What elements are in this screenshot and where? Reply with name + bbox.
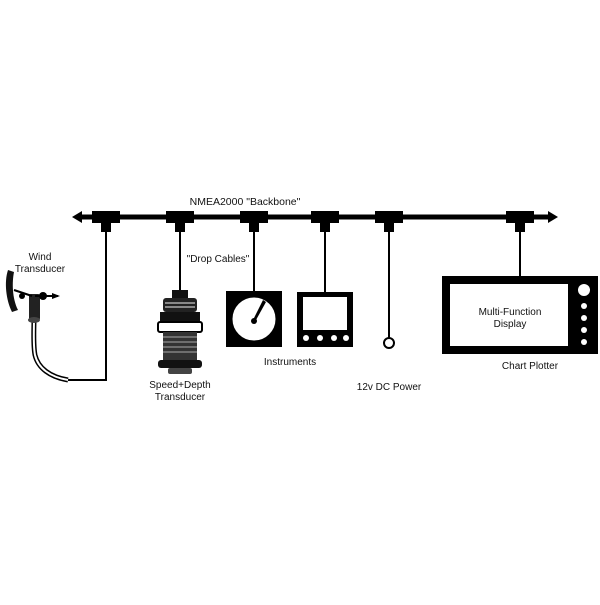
instrument-button-icon bbox=[331, 335, 337, 341]
backbone-terminator-right bbox=[548, 211, 558, 223]
wind-label-line1: Wind bbox=[29, 252, 52, 263]
drop-cable-wind bbox=[68, 232, 107, 381]
analog-gauge-instrument bbox=[226, 291, 282, 347]
instrument-button-icon bbox=[317, 335, 323, 341]
plotter-button-icon bbox=[581, 327, 587, 333]
wind-vane-tip bbox=[52, 293, 60, 299]
gauge-needle-icon bbox=[252, 300, 266, 322]
t-connector-stem bbox=[384, 222, 394, 232]
instrument-button-icon bbox=[343, 335, 349, 341]
wind-mast bbox=[29, 294, 40, 320]
backbone-label: NMEA2000 "Backbone" bbox=[190, 196, 301, 208]
t-connector bbox=[375, 211, 403, 223]
t-connector-stem bbox=[515, 222, 525, 232]
t-connector-stem bbox=[249, 222, 259, 232]
wind-transducer bbox=[5, 270, 69, 383]
speed-depth-label-line1: Speed+Depth bbox=[149, 380, 210, 391]
plotter-label: Chart Plotter bbox=[502, 361, 559, 372]
backbone-terminator-left bbox=[72, 211, 82, 223]
backbone bbox=[72, 211, 558, 232]
drop-cables bbox=[68, 232, 521, 381]
power-terminal-icon bbox=[383, 337, 395, 349]
instrument-button-icon bbox=[303, 335, 309, 341]
t-connector-stem bbox=[175, 222, 185, 232]
display-label-line1: Multi-Function bbox=[479, 307, 542, 318]
speed-depth-label-line2: Transducer bbox=[155, 392, 206, 403]
digital-display-instrument bbox=[297, 292, 353, 347]
t-connector bbox=[240, 211, 268, 223]
plotter-button-icon bbox=[581, 315, 587, 321]
t-connector bbox=[506, 211, 534, 223]
chart-plotter bbox=[442, 276, 598, 354]
t-connector-stem bbox=[101, 222, 111, 232]
t-connector bbox=[311, 211, 339, 223]
wind-label-line2: Transducer bbox=[15, 264, 66, 275]
instruments-label: Instruments bbox=[264, 357, 316, 368]
display-label-line2: Display bbox=[494, 319, 527, 330]
t-connector bbox=[92, 211, 120, 223]
power-label: 12v DC Power bbox=[357, 382, 422, 393]
plotter-button-icon bbox=[581, 339, 587, 345]
speed-depth-transducer bbox=[157, 290, 203, 374]
t-connector bbox=[166, 211, 194, 223]
plotter-button-icon bbox=[581, 303, 587, 309]
t-connector-stem bbox=[320, 222, 330, 232]
drop-cables-label: "Drop Cables" bbox=[187, 254, 250, 265]
plotter-knob-icon bbox=[578, 284, 590, 296]
anemometer-cups-icon bbox=[5, 270, 18, 312]
